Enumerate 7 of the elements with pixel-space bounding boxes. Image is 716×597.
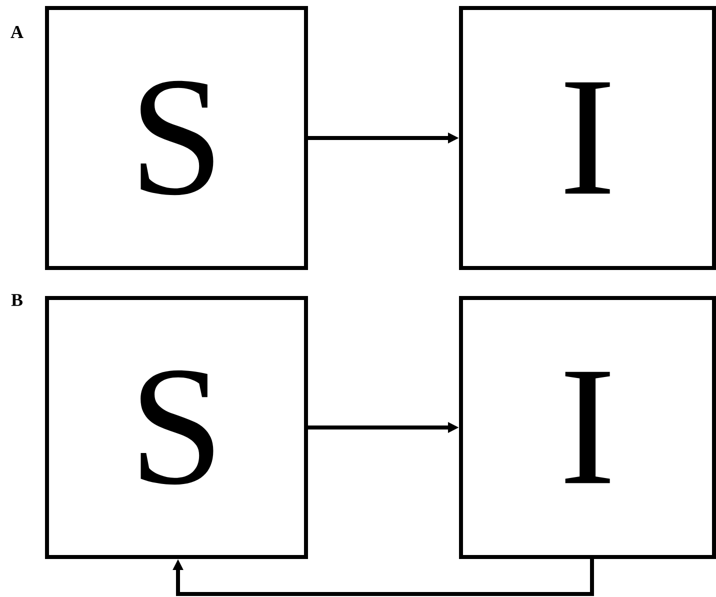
arrow bbox=[172, 559, 594, 596]
letter-box: I bbox=[459, 6, 716, 270]
letter-box: S bbox=[45, 6, 308, 270]
letter-box: S bbox=[45, 296, 308, 559]
panel-label: B bbox=[11, 294, 23, 306]
panel-label: A bbox=[10, 26, 24, 38]
letter-box: I bbox=[459, 296, 716, 559]
